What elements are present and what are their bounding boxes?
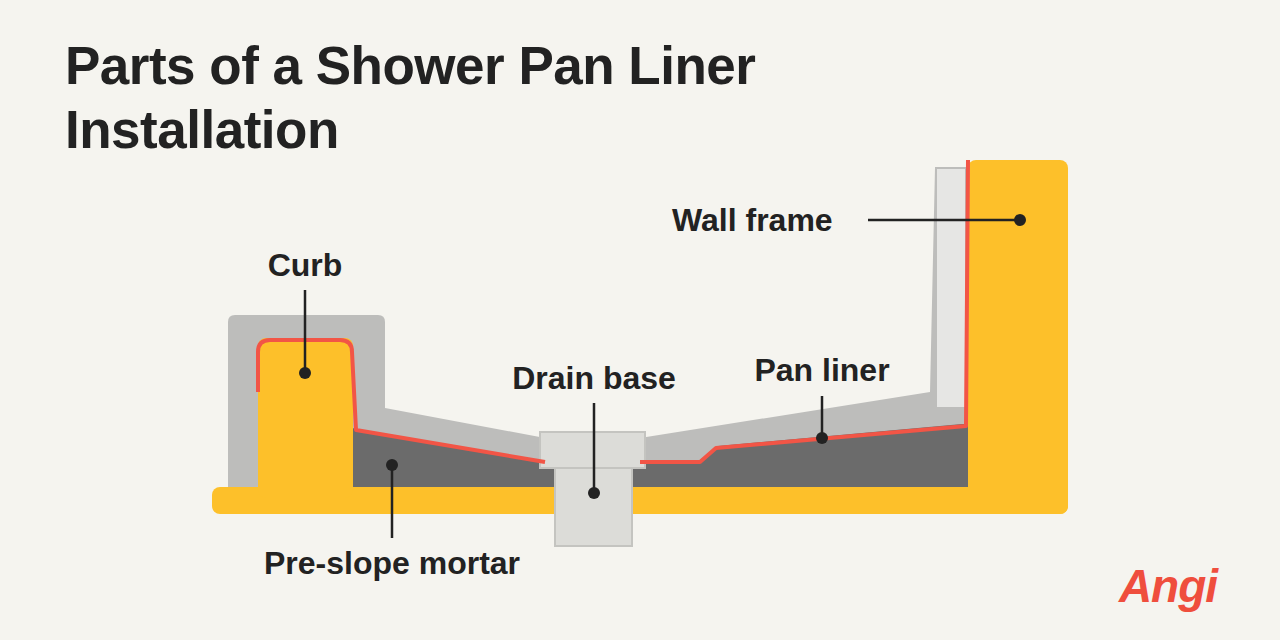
wall-board — [936, 168, 966, 408]
part-label: Pan liner — [754, 351, 889, 389]
part-label: Pre-slope mortar — [264, 544, 520, 582]
drain-flange — [540, 432, 645, 468]
part-label: Wall frame — [672, 201, 833, 239]
leader-lines — [299, 214, 1026, 538]
part-label: Curb — [268, 246, 343, 284]
part-label: Drain base — [512, 359, 676, 397]
page-title: Parts of a Shower Pan Liner Installation — [65, 34, 965, 162]
brand-logo: Angi — [1119, 561, 1217, 611]
wall-frame — [968, 160, 1068, 514]
pan-liner — [258, 160, 968, 462]
